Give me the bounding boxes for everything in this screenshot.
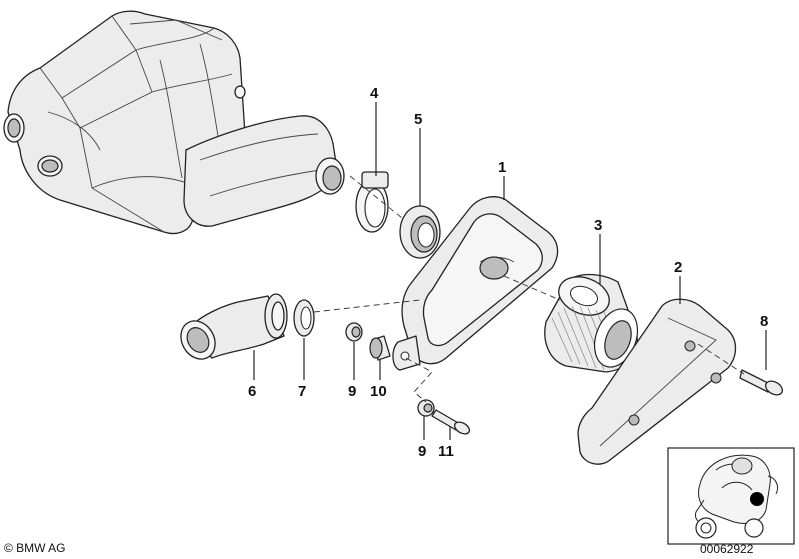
sealing-ring [293,299,315,337]
callout-6: 6 [248,383,256,400]
callout-7: 7 [298,383,306,400]
nut-upper [345,322,363,342]
assembly-lines [313,175,745,403]
callout-2: 2 [674,259,682,276]
diagram-number: 00062922 [700,542,754,556]
callout-9-lower: 9 [418,443,426,460]
callout-3: 3 [594,217,602,234]
elbow-pipe [180,293,288,360]
rubber-sleeve [399,205,441,259]
screw-long [739,369,784,396]
rubber-buffer [369,335,391,361]
callout-8: 8 [760,313,768,330]
screw-short [431,409,471,435]
air-filter-element [544,273,639,373]
nut-lower [417,399,435,417]
intake-duct [183,115,345,227]
callout-10: 10 [370,383,387,400]
filter-housing [392,196,559,371]
scooter-sketch [695,454,779,539]
callout-1: 1 [498,159,506,176]
hose-clamp [355,171,389,233]
filter-cover [577,298,737,465]
location-marker [750,492,764,506]
callout-4: 4 [370,85,379,102]
callouts: 4 5 1 3 2 8 6 7 9 10 9 11 [248,85,768,460]
locator-inset [667,447,795,545]
copyright-text: © BMW AG [4,541,66,555]
leader-lines [253,102,767,440]
callout-5: 5 [414,111,422,128]
callout-9-upper: 9 [348,383,356,400]
callout-11: 11 [438,443,454,460]
